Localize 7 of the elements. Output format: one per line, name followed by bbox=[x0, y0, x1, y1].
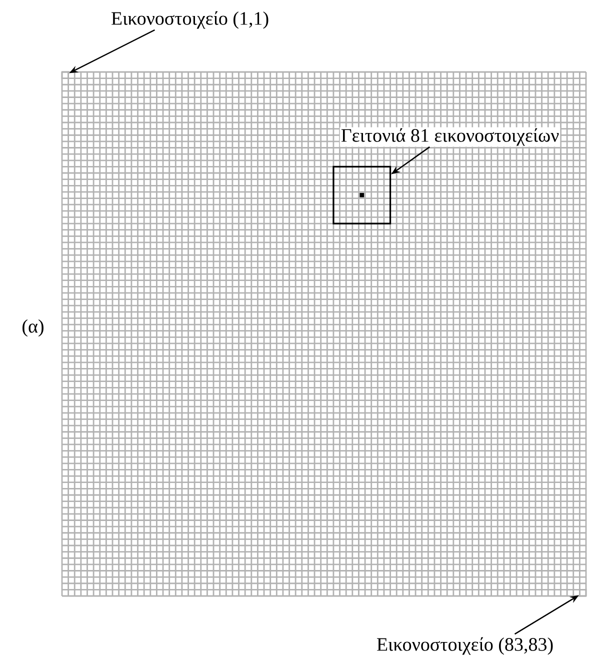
panel-label: (α) bbox=[22, 319, 44, 337]
pixel-cell bbox=[61, 71, 70, 80]
pixel-label: Εικονοστοιχείο (1,1) bbox=[110, 10, 270, 30]
neighborhood-label: Γειτονιά 81 εικονοστοιχείων bbox=[340, 127, 560, 147]
neighborhood-box bbox=[332, 166, 392, 224]
pixel-label: Εικονοστοιχείο (83,83) bbox=[375, 636, 555, 656]
pixel-cell bbox=[579, 589, 587, 597]
